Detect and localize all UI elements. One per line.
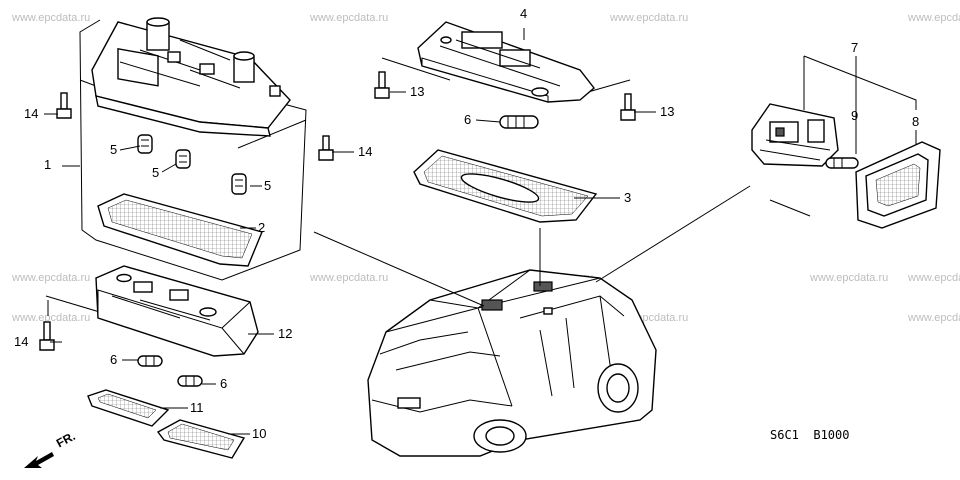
watermark: www.epcdata.ru (12, 312, 91, 324)
bulb-5b (175, 149, 191, 169)
vehicle-outline (367, 269, 657, 457)
map-light-base (91, 17, 291, 137)
bulb-6c (499, 115, 539, 129)
vanity-light-housing (751, 103, 839, 167)
bolt-14c (39, 321, 55, 351)
front-direction-arrow (24, 452, 54, 468)
bolt-14a (56, 92, 72, 119)
watermark: www.epcdata.ru (908, 12, 960, 24)
diagram-code: S6C1 B1000 (770, 428, 850, 442)
bolt-14b (318, 135, 334, 161)
watermark: www.epcdata.ru (908, 272, 960, 284)
watermark: www.epcdata.ru (908, 312, 960, 324)
vanity-light-lens (855, 141, 941, 229)
lens-11 (87, 389, 170, 427)
interior-light-housing (95, 265, 259, 357)
bulb-9 (825, 157, 859, 169)
bulb-5c (231, 173, 247, 195)
watermark: www.epcdata.ru (310, 272, 389, 284)
roof-light-lens (413, 149, 598, 223)
bulb-5a (137, 134, 153, 154)
roof-light-base (417, 21, 595, 103)
watermark: www.epcdata.ru (810, 272, 889, 284)
watermark: www.epcdata.ru (12, 12, 91, 24)
watermark: www.epcdata.ru (12, 272, 91, 284)
group-bracket-1 (79, 19, 307, 281)
watermark: www.epcdata.ru (310, 12, 389, 24)
bolt-13a (374, 71, 390, 99)
lens-10 (156, 419, 246, 459)
bulb-6b (177, 375, 203, 387)
map-light-lens (97, 193, 263, 267)
bolt-13b (620, 93, 636, 121)
watermark: www.epcdata.ru (610, 12, 689, 24)
bulb-6a (137, 355, 163, 367)
